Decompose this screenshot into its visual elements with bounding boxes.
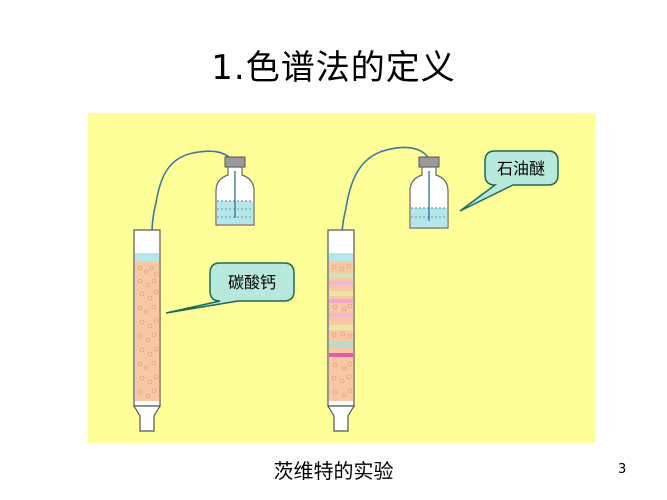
experiment-illustration: 碳酸钙: [88, 113, 596, 443]
pigment-band-6: [329, 325, 353, 330]
right-column-solvent: [329, 253, 353, 261]
right-apparatus: [326, 146, 449, 432]
left-feed-tube: [151, 150, 236, 234]
pigment-band-8: [329, 353, 353, 357]
slide-title: 1.色谱法的定义: [211, 48, 456, 88]
left-callout-bubble: [165, 262, 295, 314]
figure-caption: 茨维特的实验: [273, 459, 394, 483]
left-column-packing: [135, 261, 159, 401]
right-bottle-cap: [418, 156, 440, 168]
pigment-band-2: [329, 281, 353, 285]
right-column-outlet: [326, 405, 356, 432]
pigment-band-1: [329, 273, 353, 278]
left-bottle-cap: [224, 156, 246, 168]
pigment-band-7: [329, 341, 353, 347]
pigment-band-5: [329, 313, 353, 317]
right-callout: 石油醚: [459, 150, 559, 212]
right-feed-tube: [341, 146, 431, 236]
left-column-solvent: [135, 253, 159, 261]
left-callout-label: 碳酸钙: [228, 273, 276, 292]
left-callout: 碳酸钙: [165, 262, 295, 314]
left-apparatus: [132, 150, 255, 432]
page-number: 3: [618, 462, 627, 477]
left-column-outlet: [132, 405, 162, 432]
right-callout-bubble: [459, 150, 559, 212]
tswett-experiment-figure: 碳酸钙: [88, 113, 596, 443]
right-callout-label: 石油醚: [497, 159, 545, 178]
pigment-band-3: [329, 291, 353, 296]
pigment-band-4: [329, 299, 353, 303]
